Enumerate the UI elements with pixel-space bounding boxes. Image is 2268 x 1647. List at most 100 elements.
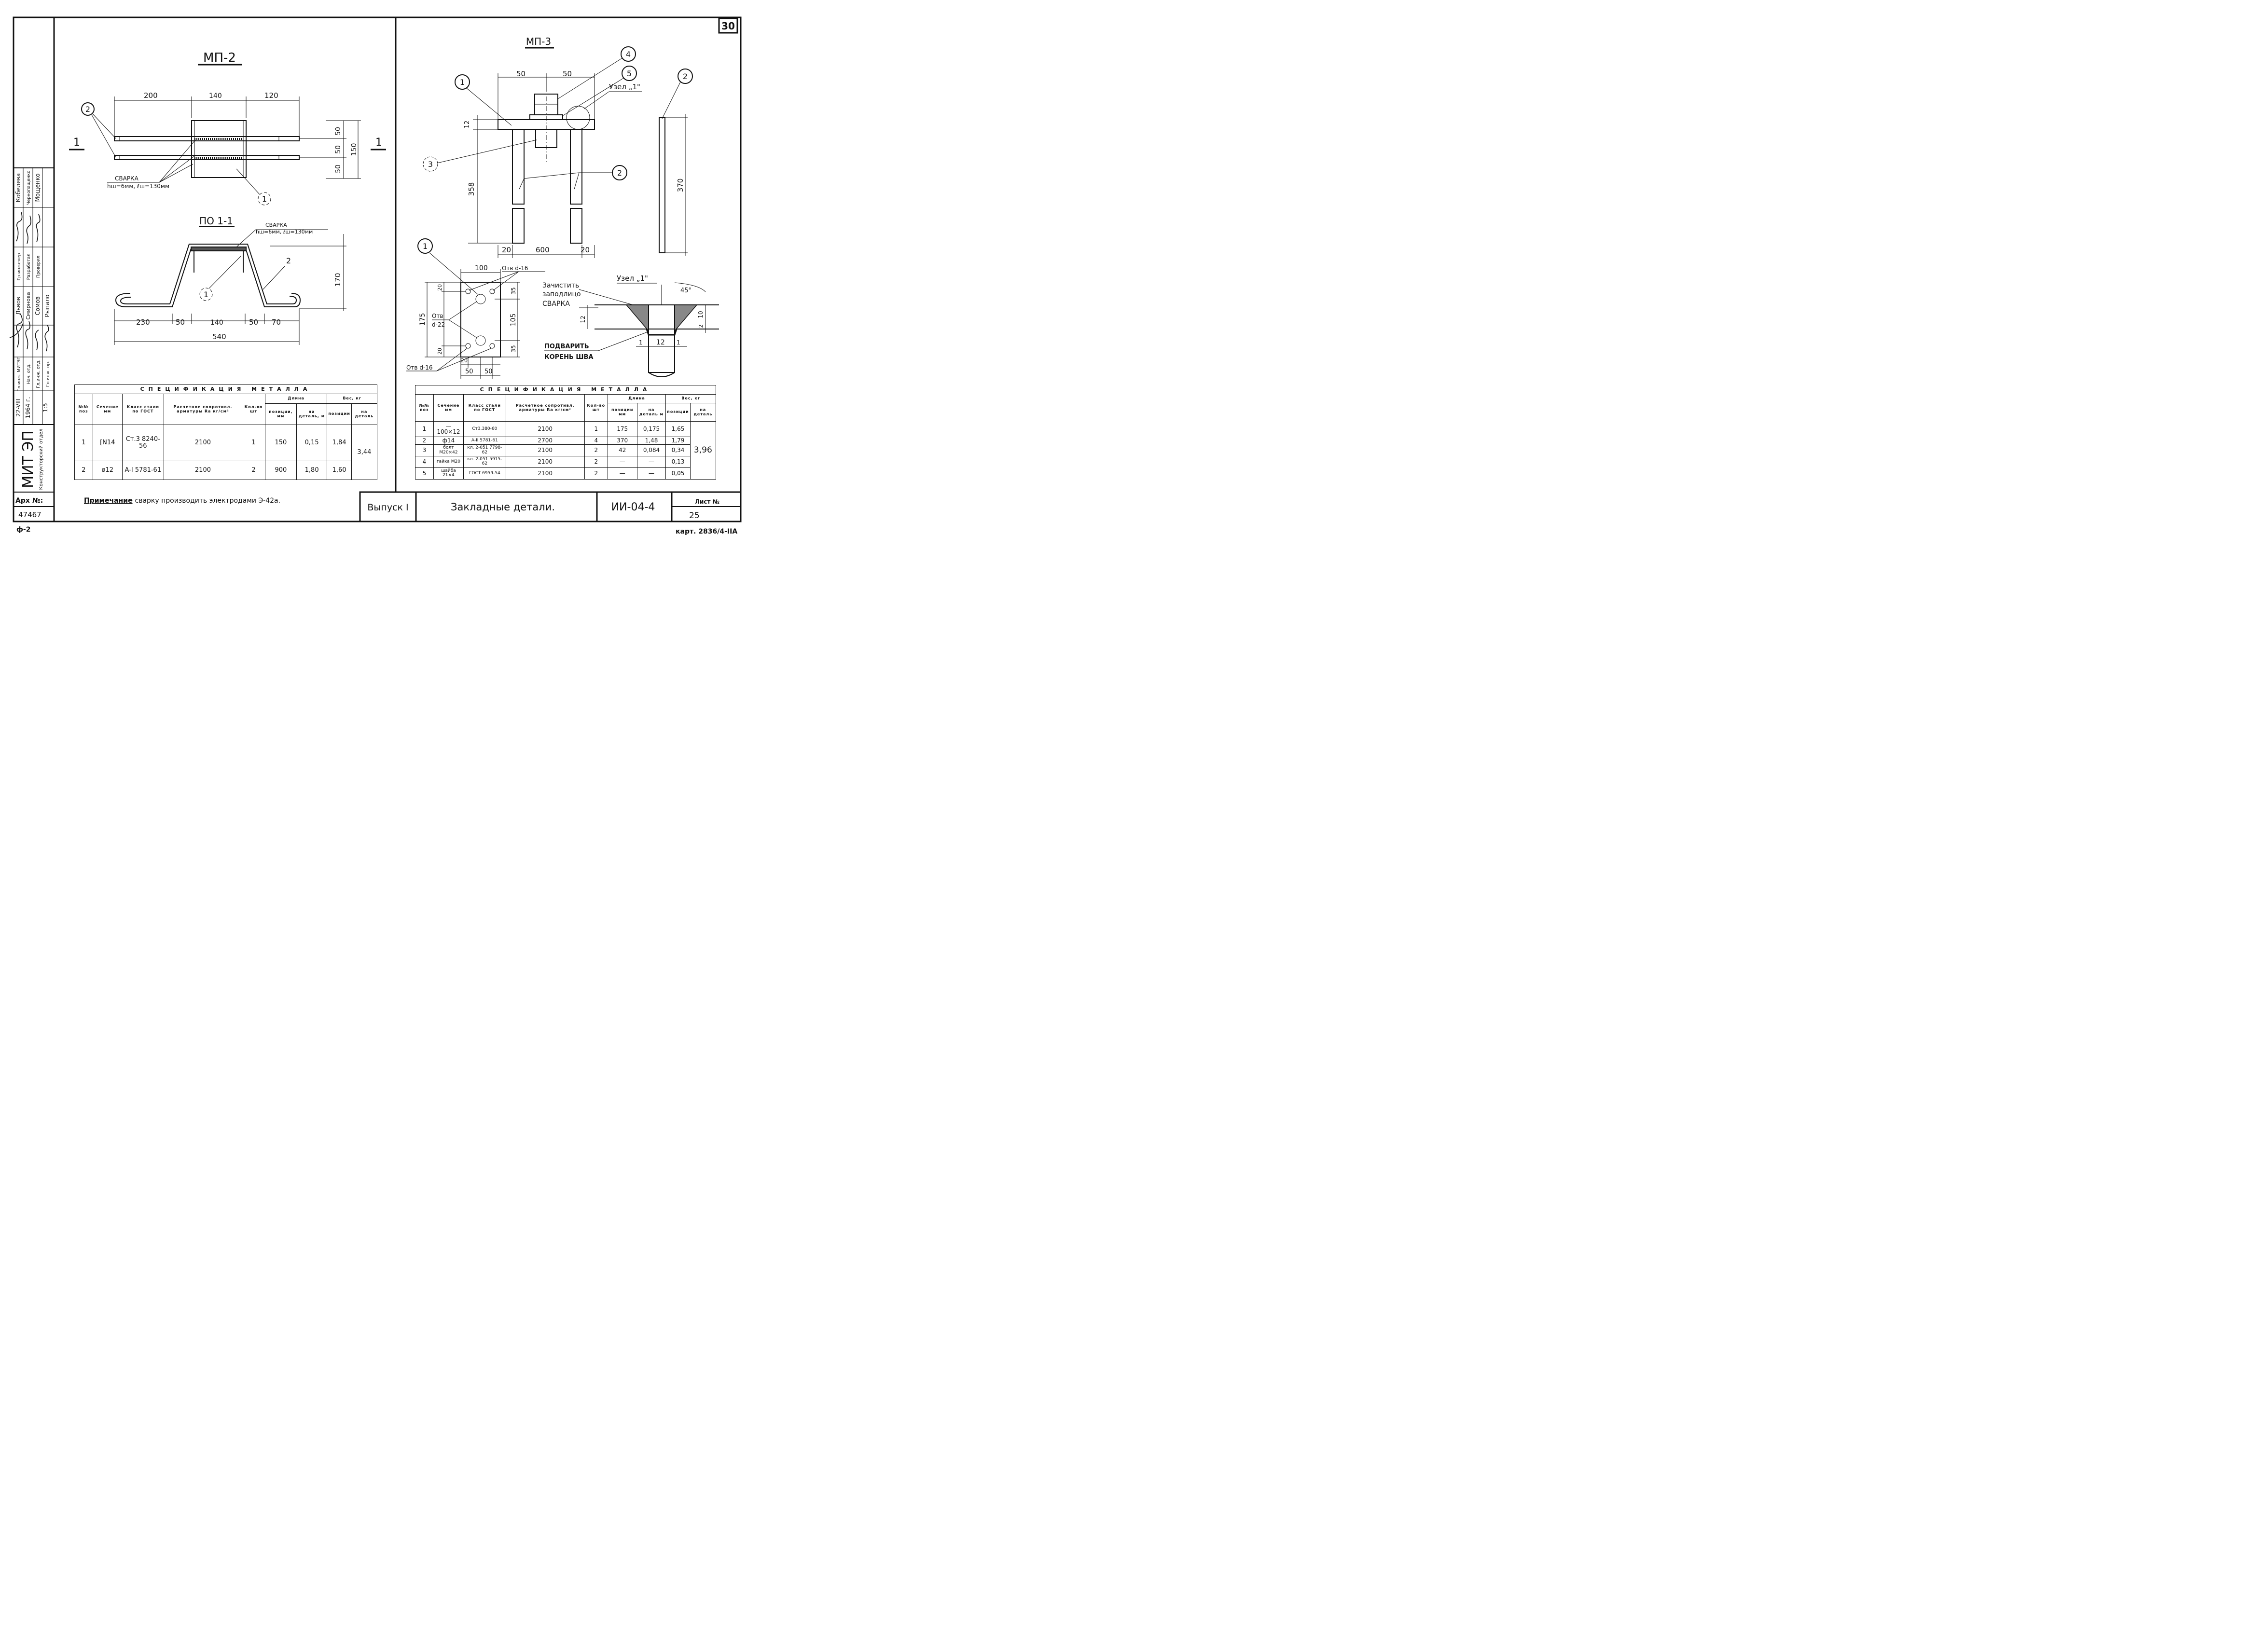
name-6: Чернопащенко — [27, 170, 31, 205]
mp2-section: ПО 1-1 СВАРКА hш=6мм, ℓш=130мм 170 1 2 2… — [114, 215, 346, 345]
mp3-dim-20a: 20 — [502, 246, 511, 254]
spec-right-h-qty: Кол-во шт — [584, 394, 608, 422]
cell: — — [636, 456, 666, 468]
arch-label: Арх №: — [15, 497, 43, 505]
note: Примечание - сварку производить электрод… — [84, 497, 280, 505]
doc-code: ИИ-04-4 — [611, 501, 655, 513]
mp2-weld-label: СВАРКА — [115, 175, 139, 182]
cell: 150 — [264, 424, 297, 462]
node-title: Узел „1" — [617, 274, 648, 283]
corner-bottom-left: ф-2 — [16, 526, 30, 534]
mp3-node-label: Узел „1" — [609, 82, 640, 91]
cell: 2 — [584, 456, 608, 468]
plate-callout-1: 1 — [423, 242, 428, 251]
plate-dim-100: 100 — [475, 264, 488, 272]
section-callout-2: 2 — [286, 256, 291, 265]
spec-right-h-weight: Вес, кг — [665, 394, 716, 403]
role-6: Разработал — [27, 254, 31, 280]
mp3-callout-1: 1 — [460, 78, 465, 87]
node-root-1: ПОДВАРИТЬ — [544, 343, 589, 350]
cell: 1 — [415, 421, 434, 437]
plate-hole-big-b: d-22 — [432, 321, 445, 328]
section-dim-50a: 50 — [176, 318, 185, 327]
spec-right-h-steel: Класс стали по ГОСТ — [463, 394, 506, 422]
node-clean-2: заподлицо — [542, 290, 581, 298]
mp3-callout-3: 3 — [428, 160, 433, 169]
name-2: Смирнова — [25, 292, 31, 319]
table-row: 3 болт М20×42 кл. 2-051 7798-62 2100 2 4… — [415, 444, 716, 456]
spec-left-h-w-pos: позиции — [327, 403, 352, 425]
cell: 2 — [242, 461, 265, 480]
note-label: Примечание — [84, 497, 133, 505]
cell: — — [636, 467, 666, 480]
cell: 2100 — [163, 461, 243, 480]
table-row: 4 гайка М20 кл. 2-051 5915-62 2100 2 — —… — [415, 456, 716, 468]
cell: 4 — [415, 456, 434, 468]
cell: 0,05 — [665, 467, 691, 480]
name-7: Мощенко — [34, 174, 41, 202]
section-dim-140: 140 — [210, 319, 223, 327]
cell: 1,84 — [327, 424, 352, 462]
mp3-dim-20b: 20 — [581, 246, 590, 254]
mp2-dim-50b: 50 — [334, 145, 342, 154]
node-dim-12: 12 — [580, 316, 586, 323]
mp3-view: МП-3 50 50 12 358 20 — [423, 36, 642, 258]
node-clean-1: Зачистить — [542, 282, 579, 289]
stamp-date-2: 1964 г. — [25, 397, 31, 418]
spec-right-h-len-det: на деталь м — [636, 403, 666, 422]
mp2-dim-200: 200 — [144, 91, 158, 100]
plate-dim-35b: 35 — [510, 345, 517, 352]
cell: 2100 — [505, 456, 585, 468]
spec-right-h-length: Длина — [607, 394, 666, 403]
mp3-bar: 2 370 — [659, 69, 693, 256]
section-dim-50b: 50 — [249, 318, 258, 327]
cell: A-I 5781-61 — [122, 461, 164, 480]
spec-left-h-length: Длина — [264, 394, 328, 404]
spec-table-left: СПЕЦИФИКАЦИЯ МЕТАЛЛА №№ поз Сечение мм К… — [74, 384, 378, 480]
cell: 3 — [415, 444, 434, 456]
section-dim-170: 170 — [333, 273, 342, 287]
cell: 3,44 — [351, 425, 378, 480]
name-4: Рыпало — [44, 295, 51, 317]
cell: 2100 — [163, 424, 243, 462]
cell: — — [607, 467, 637, 480]
stamp-org: МИТ ЭП — [20, 430, 37, 488]
mp3-callout-5: 5 — [627, 69, 632, 78]
plate-dim-b50a: 50 — [465, 368, 473, 375]
cell: 0,084 — [636, 444, 666, 456]
spec-left-h-len-pos: позиции, мм — [264, 403, 297, 425]
cell: 1,79 — [665, 436, 691, 445]
node-root-2: КОРЕНЬ ШВА — [544, 354, 593, 361]
cell: 1,80 — [296, 461, 328, 480]
cell: 2 — [415, 436, 434, 445]
cell: 0,15 — [296, 424, 328, 462]
node-dim-12b: 12 — [656, 339, 665, 346]
mp2-weld-spec: hш=6мм, ℓш=130мм — [107, 183, 169, 190]
node-dim-10: 10 — [697, 311, 704, 318]
plate-dim-20b: 20 — [437, 348, 443, 355]
role-4: Гл.инж. пр. — [46, 361, 51, 387]
mp2-dim-150: 150 — [350, 143, 358, 156]
mp3-callout-2: 2 — [617, 168, 622, 178]
section-weld-label: СВАРКА — [265, 222, 287, 228]
mp3-title: МП-3 — [526, 36, 551, 47]
role-2: Нач. отд. — [27, 363, 31, 384]
table-row: 5 шайба 21×4 ГОСТ 6959-54 2100 2 — — 0,0… — [415, 467, 716, 480]
cell: 5 — [415, 467, 434, 480]
mp3-dim-50a: 50 — [516, 69, 526, 78]
role-7: Проверил — [36, 256, 41, 278]
section-mark-right: 1 — [375, 137, 382, 149]
title-block: Выпуск I Закладные детали. ИИ-04-4 Лист … — [359, 491, 742, 522]
table-row: 2 ф14 A-II 5781-61 2700 4 370 1,48 1,79 — [415, 436, 716, 445]
cell: 4 — [584, 436, 608, 445]
spec-left-h-steel: Класс стали по ГОСТ — [122, 394, 164, 425]
node-weld: СВАРКА — [542, 300, 570, 308]
spec-right-h-len-pos: позиции мм — [607, 403, 637, 422]
cell: Ст.3 8240-56 — [122, 424, 164, 462]
spec-left-h-w-det: на деталь — [351, 403, 378, 425]
cell: — — [607, 456, 637, 468]
cell: кл. 2-051 7798-62 — [463, 444, 506, 456]
mp2-callout-2: 2 — [85, 105, 90, 114]
plate-hole-big-a: Отв — [432, 313, 443, 319]
cell: 175 — [607, 421, 637, 437]
